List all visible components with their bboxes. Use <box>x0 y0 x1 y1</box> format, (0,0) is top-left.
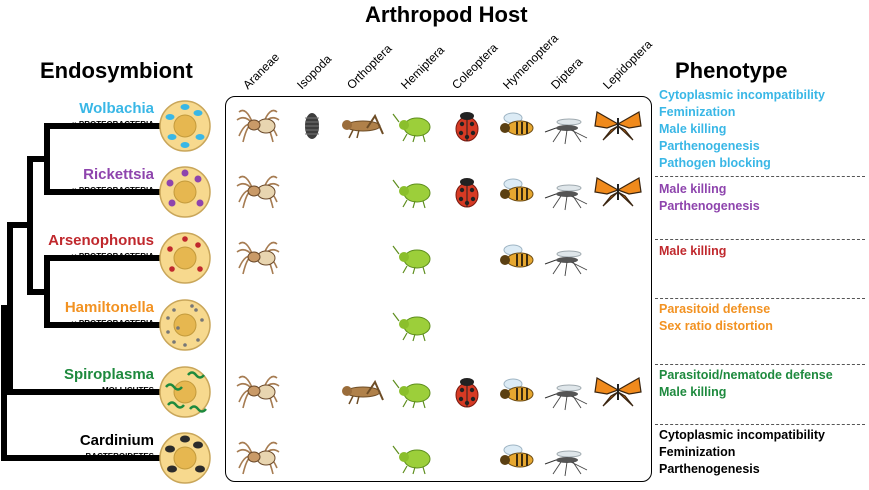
spider-icon <box>233 172 283 217</box>
endosymbiont-class: γ-PROTEOBACTERIA <box>71 252 154 261</box>
aphid-icon <box>391 438 441 483</box>
ladybug-icon <box>442 106 492 151</box>
grasshopper-icon <box>337 106 387 151</box>
phenotype-item: Feminization <box>659 445 736 459</box>
phenotype-item: Parthenogenesis <box>659 462 760 476</box>
butterfly-icon <box>593 106 643 151</box>
mosquito-icon <box>541 172 591 217</box>
phenotype-item: Parasitoid defense <box>659 302 771 316</box>
endosymbiont-name-arsenophonus: Arsenophonus <box>48 232 154 249</box>
phenotype-item: Cytoplasmic incompatibility <box>659 88 826 102</box>
phenotype-item: Male killing <box>659 244 727 258</box>
ladybug-icon <box>442 172 492 217</box>
aphid-icon <box>391 305 441 350</box>
arthropod-host-title: Arthropod Host <box>365 2 528 27</box>
aphid-icon <box>391 238 441 283</box>
spider-icon <box>233 238 283 283</box>
endosymbiont-name-rickettsia: Rickettsia <box>83 166 154 183</box>
endosymbiont-class: BACTEROIDETES <box>85 452 154 461</box>
phenotype-item: Parthenogenesis <box>659 139 760 153</box>
phenotype-item: Feminization <box>659 105 736 119</box>
endosymbiont-title: Endosymbiont <box>40 58 193 83</box>
spider-icon <box>233 106 283 151</box>
phenotype-divider <box>655 364 865 365</box>
aphid-icon <box>391 172 441 217</box>
endosymbiont-class: γ-PROTEOBACTERIA <box>71 319 154 328</box>
phenotype-item: Parthenogenesis <box>659 199 760 213</box>
endosymbiont-name-cardinium: Cardinium <box>79 432 154 449</box>
mosquito-icon <box>541 438 591 483</box>
bacterial-cell-icon <box>158 99 212 158</box>
phenotype-item: Male killing <box>659 122 727 136</box>
phenotype-item: Parasitoid/nematode defense <box>659 368 833 382</box>
grasshopper-icon <box>337 372 387 417</box>
endosymbiont-class: α-PROTEOBACTERIA <box>71 186 154 195</box>
endosymbiont-name-wolbachia: Wolbachia <box>79 100 154 117</box>
phenotype-title: Phenotype <box>675 58 788 83</box>
bacterial-cell-icon <box>158 431 212 490</box>
phenotype-item: Pathogen blocking <box>659 156 771 170</box>
mosquito-icon <box>541 372 591 417</box>
phenotype-item: Cytoplasmic incompatibility <box>659 428 826 442</box>
phenotype-item: Male killing <box>659 182 727 196</box>
phenotype-divider <box>655 424 865 425</box>
endosymbiont-name-hamiltonella: Hamiltonella <box>64 299 154 316</box>
mosquito-icon <box>541 106 591 151</box>
butterfly-icon <box>593 172 643 217</box>
aphid-icon <box>391 106 441 151</box>
spider-icon <box>233 438 283 483</box>
aphid-icon <box>391 372 441 417</box>
bee-icon <box>493 172 543 217</box>
bacterial-cell-icon <box>158 165 212 224</box>
bee-icon <box>493 438 543 483</box>
phenotype-item: Male killing <box>659 385 727 399</box>
butterfly-icon <box>593 372 643 417</box>
bacterial-cell-icon <box>158 231 212 290</box>
bacterial-cell-icon <box>158 298 212 357</box>
bee-icon <box>493 238 543 283</box>
phenotype-item: Sex ratio distortion <box>659 319 773 333</box>
bee-icon <box>493 372 543 417</box>
bacterial-cell-icon <box>158 365 212 424</box>
mosquito-icon <box>541 238 591 283</box>
phenotype-divider <box>655 298 865 299</box>
endosymbiont-name-spiroplasma: Spiroplasma <box>63 366 154 383</box>
phenotype-divider <box>655 239 865 240</box>
host-matrix-box <box>225 96 652 482</box>
endosymbiont-class: α-PROTEOBACTERIA <box>71 120 154 129</box>
spider-icon <box>233 372 283 417</box>
ladybug-icon <box>442 372 492 417</box>
endosymbiont-class: MOLLICUTES <box>102 386 154 395</box>
phenotype-divider <box>655 176 865 177</box>
isopod-icon <box>287 106 337 151</box>
bee-icon <box>493 106 543 151</box>
